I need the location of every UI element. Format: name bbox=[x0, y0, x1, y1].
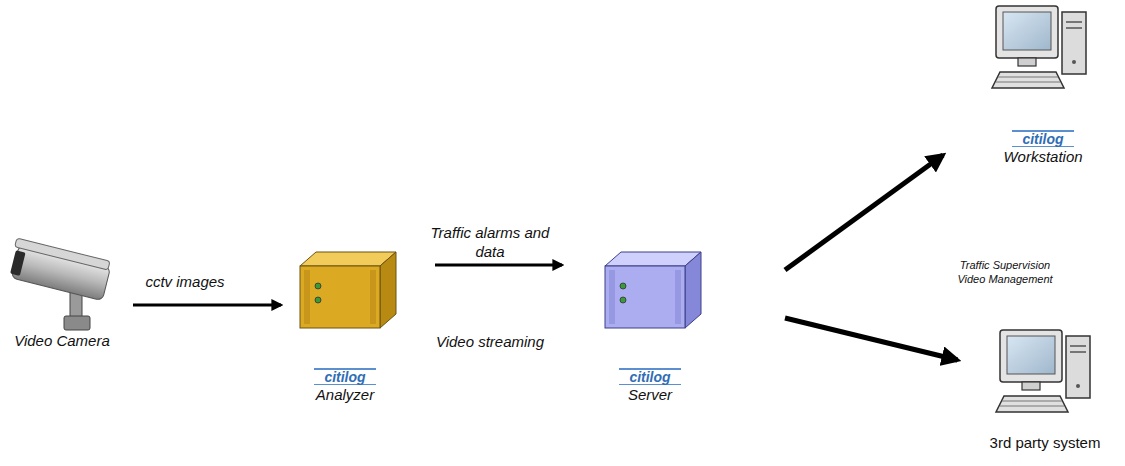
flow-arrow bbox=[133, 304, 281, 307]
led bbox=[315, 283, 321, 289]
camera-sunshield bbox=[15, 238, 110, 270]
component-node: citilogServer bbox=[600, 250, 700, 404]
led bbox=[315, 297, 321, 303]
server-icon bbox=[605, 252, 701, 328]
component-label: Video Camera bbox=[7, 332, 117, 350]
camera-wall-plate bbox=[64, 316, 90, 330]
annotation-label: Traffic Supervision Video Management bbox=[946, 258, 1064, 286]
component-label: 3rd party system bbox=[986, 434, 1105, 452]
brand-logo: citilog bbox=[619, 368, 680, 385]
box-top bbox=[605, 252, 701, 266]
box-side bbox=[685, 252, 701, 328]
component-node: Video Camera bbox=[7, 238, 117, 350]
brand-logo: citilog bbox=[314, 368, 375, 385]
camera-icon bbox=[7, 238, 112, 330]
camera-mount bbox=[70, 292, 82, 318]
flow-arrow bbox=[785, 155, 943, 270]
component-label: Analyzer bbox=[295, 386, 395, 404]
edge-label: cctv images bbox=[120, 272, 250, 291]
analyzer-icon bbox=[300, 252, 396, 328]
box-rail bbox=[304, 270, 310, 324]
led bbox=[620, 297, 626, 303]
box-rail bbox=[609, 270, 615, 324]
component-node: citilogAnalyzer bbox=[295, 250, 395, 404]
component-node: 3rd party system bbox=[986, 322, 1105, 452]
box-side bbox=[380, 252, 396, 328]
flow-arrow bbox=[435, 264, 562, 267]
led bbox=[620, 283, 626, 289]
camera-lens bbox=[10, 250, 26, 276]
box-front bbox=[605, 266, 685, 328]
box-rail bbox=[675, 270, 681, 324]
flow-arrow bbox=[785, 318, 958, 360]
edge-label: Traffic alarms and data bbox=[428, 223, 553, 261]
annotation-label: Video streaming bbox=[415, 332, 565, 351]
third-party-computer-icon bbox=[996, 330, 1090, 412]
component-node: citilogWorkstation bbox=[993, 2, 1093, 166]
brand-logo: citilog bbox=[1012, 130, 1073, 147]
workstation-computer-icon bbox=[992, 6, 1086, 88]
component-label: Server bbox=[600, 386, 700, 404]
box-front bbox=[300, 266, 380, 328]
box-top bbox=[300, 252, 396, 266]
component-label: Workstation bbox=[993, 148, 1093, 166]
box-rail bbox=[370, 270, 376, 324]
